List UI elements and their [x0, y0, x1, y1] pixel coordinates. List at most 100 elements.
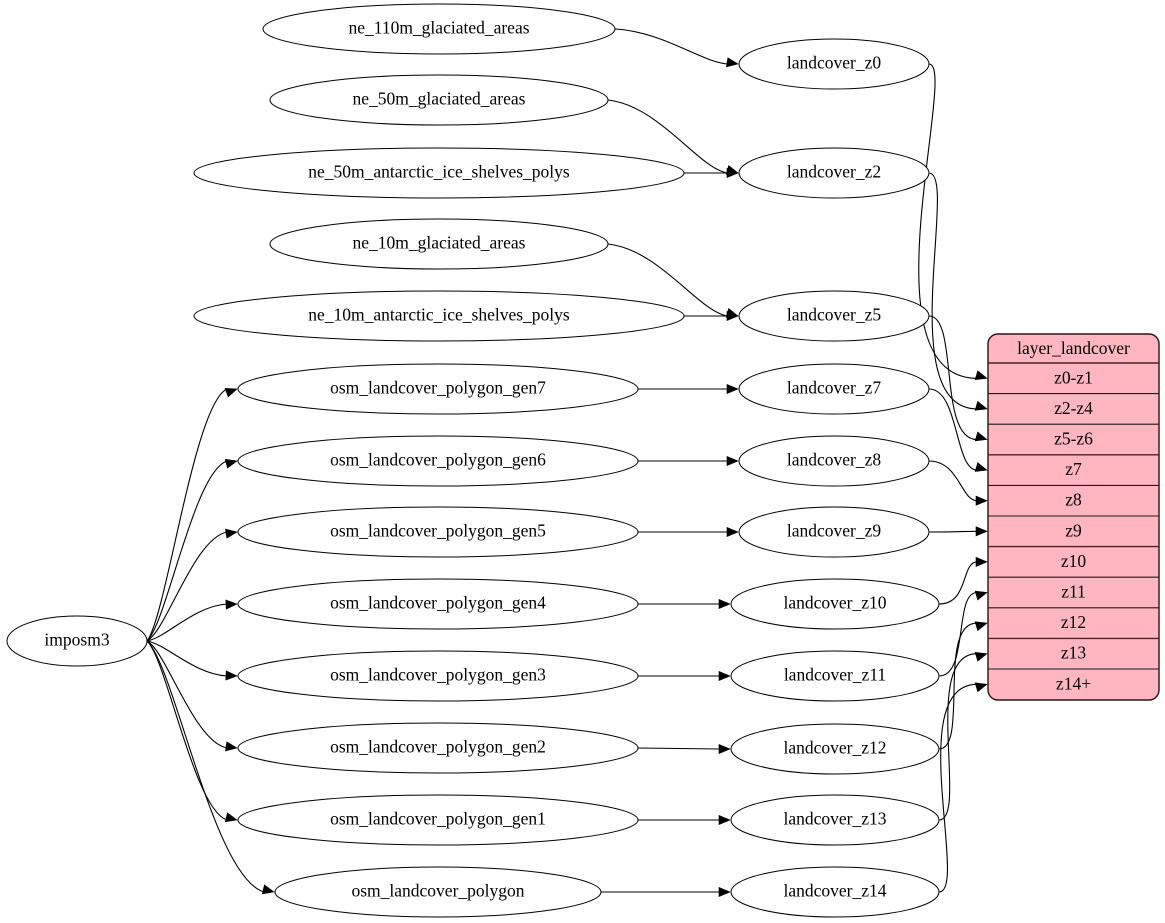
node-shape: [237, 506, 639, 558]
source-node-ne_50m_glaciated_areas[interactable]: ne_50m_glaciated_areas: [269, 74, 609, 126]
source-node-ne_50m_antarctic_ice_shelves_polys[interactable]: ne_50m_antarctic_ice_shelves_polys: [193, 147, 685, 199]
source-node-osm_landcover_polygon_gen4[interactable]: osm_landcover_polygon_gen4: [237, 578, 639, 630]
edge-landcover_z2-to-row-z2-z4: [928, 172, 988, 411]
table-row-z2-z4[interactable]: z2-z4: [988, 394, 1159, 425]
table-node-body: [987, 333, 1160, 701]
node-shape: [262, 3, 616, 55]
table-row-z5-z6[interactable]: z5-z6: [988, 424, 1159, 455]
node-shape: [730, 578, 940, 630]
table-row-z10[interactable]: z10: [988, 547, 1159, 578]
edge-landcover_z8-to-row-z8: [928, 460, 988, 506]
row-hit-area[interactable]: [988, 394, 1159, 425]
node-shape: [269, 74, 609, 126]
node-shape: [738, 506, 930, 558]
source-node-osm_landcover_polygon_gen7[interactable]: osm_landcover_polygon_gen7: [237, 363, 639, 415]
node-shape: [738, 38, 930, 90]
node-shape: [193, 290, 685, 342]
source-node-osm_landcover_polygon_gen5[interactable]: osm_landcover_polygon_gen5: [237, 506, 639, 558]
table-row-z14-[interactable]: z14+: [988, 669, 1159, 700]
root-node-imposm3[interactable]: imposm3: [6, 615, 148, 667]
table-row-z0-z1[interactable]: z0-z1: [988, 363, 1159, 394]
source-node-ne_10m_glaciated_areas[interactable]: ne_10m_glaciated_areas: [269, 218, 609, 270]
source-node-osm_landcover_polygon_gen6[interactable]: osm_landcover_polygon_gen6: [237, 435, 639, 487]
edge-osm_landcover_polygon_gen5-to-landcover_z9: [638, 526, 739, 538]
node-shape: [730, 650, 940, 702]
mid-node-landcover_z14[interactable]: landcover_z14: [730, 866, 940, 918]
table-row-z13[interactable]: z13: [988, 638, 1159, 669]
edge-osm_landcover_polygon_gen7-to-landcover_z7: [638, 383, 739, 395]
edge-landcover_z14-to-row-z14plus: [938, 682, 988, 893]
source-node-osm_landcover_polygon_gen3[interactable]: osm_landcover_polygon_gen3: [237, 650, 639, 702]
table-row-z11[interactable]: z11: [988, 577, 1159, 608]
mid-node-landcover_z0[interactable]: landcover_z0: [738, 38, 930, 90]
source-node-ne_110m_glaciated_areas[interactable]: ne_110m_glaciated_areas: [262, 3, 616, 55]
row-hit-area[interactable]: [988, 363, 1159, 394]
edge-imposm3-to-osm_landcover_polygon_gen2: [146, 640, 238, 752]
node-shape: [193, 147, 685, 199]
node-shape: [237, 578, 639, 630]
row-hit-area[interactable]: [988, 669, 1159, 700]
edge-osm_landcover_polygon_gen1-to-landcover_z13: [638, 814, 731, 826]
node-shape: [730, 794, 940, 846]
source-node-ne_10m_antarctic_ice_shelves_polys[interactable]: ne_10m_antarctic_ice_shelves_polys: [193, 290, 685, 342]
edge-imposm3-to-osm_landcover_polygon: [146, 640, 275, 895]
mid-node-landcover_z8[interactable]: landcover_z8: [738, 435, 930, 487]
node-shape: [237, 794, 639, 846]
edge-osm_landcover_polygon_gen2-to-landcover_z12: [637, 743, 731, 755]
node-shape: [6, 615, 148, 667]
mid-node-landcover_z13[interactable]: landcover_z13: [730, 794, 940, 846]
edge-osm_landcover_polygon_gen4-to-landcover_z10: [638, 598, 731, 610]
mid-node-landcover_z9[interactable]: landcover_z9: [738, 506, 930, 558]
edge-layer: [146, 28, 988, 898]
edge-landcover_z5-to-row-z5-z6: [928, 315, 988, 442]
node-shape: [730, 723, 940, 775]
edge-landcover_z13-to-row-z13: [938, 651, 988, 821]
edge-imposm3-to-osm_landcover_polygon_gen1: [146, 640, 238, 823]
edge-imposm3-to-osm_landcover_polygon_gen7: [146, 387, 238, 642]
source-node-osm_landcover_polygon_gen2[interactable]: osm_landcover_polygon_gen2: [237, 722, 639, 774]
edge-osm_landcover_polygon_gen3-to-landcover_z11: [638, 670, 731, 682]
table-node-layer_landcover[interactable]: layer_landcoverz0-z1z2-z4z5-z6z7z8z9z10z…: [987, 333, 1160, 701]
table-row-z7[interactable]: z7: [988, 455, 1159, 486]
edge-landcover_z0-to-row-z0-z1: [918, 63, 988, 381]
row-hit-area[interactable]: [988, 424, 1159, 455]
node-shape: [237, 435, 639, 487]
mid-node-landcover_z5[interactable]: landcover_z5: [738, 290, 930, 342]
row-hit-area[interactable]: [988, 455, 1159, 486]
mid-node-landcover_z12[interactable]: landcover_z12: [730, 723, 940, 775]
node-shape: [738, 147, 930, 199]
edge-landcover_z11-to-row-z11: [938, 590, 988, 677]
row-hit-area[interactable]: [988, 516, 1159, 547]
source-node-osm_landcover_polygon[interactable]: osm_landcover_polygon: [274, 866, 602, 918]
table-row-z12[interactable]: z12: [988, 608, 1159, 639]
edge-ne_10m_antarctic_ice_shelves_polys-to-landcover_z5: [684, 310, 739, 322]
node-shape: [237, 722, 639, 774]
table-row-z8[interactable]: z8: [988, 485, 1159, 516]
source-node-osm_landcover_polygon_gen1[interactable]: osm_landcover_polygon_gen1: [237, 794, 639, 846]
edge-ne_50m_antarctic_ice_shelves_polys-to-landcover_z2: [684, 167, 739, 179]
row-hit-area[interactable]: [988, 608, 1159, 639]
mid-node-landcover_z11[interactable]: landcover_z11: [730, 650, 940, 702]
edge-osm_landcover_polygon_gen6-to-landcover_z8: [638, 455, 739, 467]
node-shape: [738, 363, 930, 415]
edge-ne_110m_glaciated_areas-to-landcover_z0: [614, 28, 739, 68]
row-hit-area[interactable]: [988, 638, 1159, 669]
row-hit-area[interactable]: [988, 577, 1159, 608]
table-node-layer: layer_landcoverz0-z1z2-z4z5-z6z7z8z9z10z…: [987, 333, 1160, 701]
row-hit-area[interactable]: [988, 547, 1159, 578]
node-shape: [274, 866, 602, 918]
mid-node-landcover_z7[interactable]: landcover_z7: [738, 363, 930, 415]
mid-node-landcover_z2[interactable]: landcover_z2: [738, 147, 930, 199]
table-row-z9[interactable]: z9: [988, 516, 1159, 547]
node-shape: [269, 218, 609, 270]
edge-imposm3-to-osm_landcover_polygon_gen4: [146, 599, 238, 642]
node-shape: [237, 363, 639, 415]
row-hit-area[interactable]: [988, 485, 1159, 516]
mid-node-landcover_z10[interactable]: landcover_z10: [730, 578, 940, 630]
node-shape: [237, 650, 639, 702]
edge-landcover_z10-to-row-z10: [938, 556, 988, 605]
edge-imposm3-to-osm_landcover_polygon_gen3: [146, 640, 238, 681]
edge-imposm3-to-osm_landcover_polygon_gen5: [146, 528, 238, 642]
